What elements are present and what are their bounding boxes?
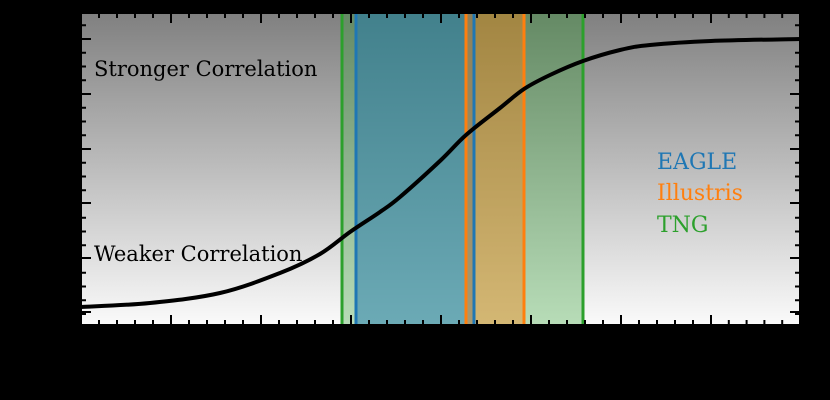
weaker-correlation-label: Weaker Correlation xyxy=(94,242,302,266)
legend-eagle: EAGLE xyxy=(657,150,737,175)
correlation-curve xyxy=(81,37,800,309)
legend-illustris: Illustris xyxy=(657,181,743,206)
plot-frame xyxy=(80,12,801,326)
simulation-bands xyxy=(340,13,585,325)
legend-tng: TNG xyxy=(657,213,709,238)
band-eagle xyxy=(356,13,474,325)
legend: EAGLE Illustris TNG xyxy=(657,150,743,238)
stronger-correlation-label: Stronger Correlation xyxy=(94,57,317,81)
band-illustris xyxy=(466,13,524,325)
